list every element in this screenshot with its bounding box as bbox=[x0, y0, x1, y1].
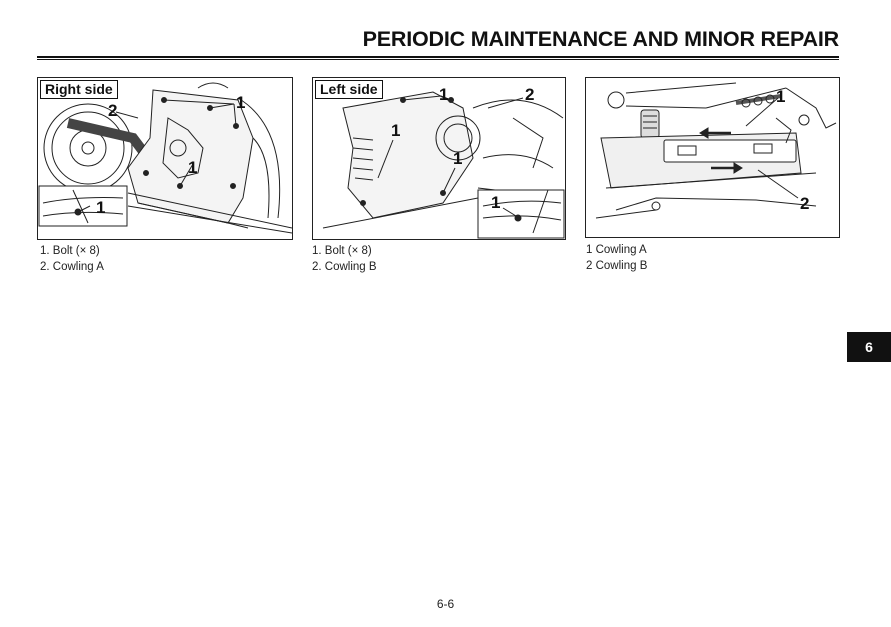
figure-label: Left side bbox=[315, 80, 383, 99]
figure-right-side: 1 1 2 1 Right side bbox=[37, 77, 293, 240]
caption-item: 1. Bolt (× 8) bbox=[312, 245, 372, 257]
title-rule bbox=[37, 56, 839, 58]
figure-cowling-detail: 1 2 bbox=[585, 77, 840, 238]
caption-item: 1 Cowling A bbox=[586, 244, 647, 256]
left-side-illustration: 1 2 1 1 1 bbox=[322, 85, 565, 239]
caption-cowling-detail: 1 Cowling A 2 Cowling B bbox=[586, 242, 647, 274]
figure-label: Right side bbox=[40, 80, 118, 99]
callout-bolt: 1 bbox=[391, 121, 400, 140]
right-side-illustration: 1 1 2 1 bbox=[38, 82, 292, 234]
callout-bolt: 1 bbox=[188, 158, 197, 177]
caption-left-side: 1. Bolt (× 8) 2. Cowling B bbox=[312, 243, 377, 275]
callout-bolt: 1 bbox=[96, 198, 105, 217]
callout-bolt: 1 bbox=[236, 93, 245, 112]
callout-bolt: 1 bbox=[453, 149, 462, 168]
caption-item: 2. Cowling A bbox=[40, 261, 104, 273]
figure-left-side: 1 2 1 1 1 Left side bbox=[312, 77, 566, 240]
cowling-detail-illustration: 1 2 bbox=[595, 82, 837, 219]
chapter-tab: 6 bbox=[847, 332, 891, 362]
callout-bolt: 1 bbox=[439, 85, 448, 104]
callout-cowling: 2 bbox=[525, 85, 534, 104]
callout-cowling: 2 bbox=[108, 101, 117, 120]
caption-item: 2 Cowling B bbox=[586, 260, 648, 272]
page-title: PERIODIC MAINTENANCE AND MINOR REPAIR bbox=[362, 27, 840, 51]
callout-cowling-b: 2 bbox=[800, 194, 809, 213]
page-number: 6-6 bbox=[436, 597, 455, 611]
caption-item: 2. Cowling B bbox=[312, 261, 377, 273]
title-rule-thin bbox=[37, 59, 839, 60]
callout-cowling-a: 1 bbox=[776, 87, 785, 106]
caption-right-side: 1. Bolt (× 8) 2. Cowling A bbox=[40, 243, 104, 275]
callout-bolt: 1 bbox=[491, 193, 500, 212]
caption-item: 1. Bolt (× 8) bbox=[40, 245, 100, 257]
